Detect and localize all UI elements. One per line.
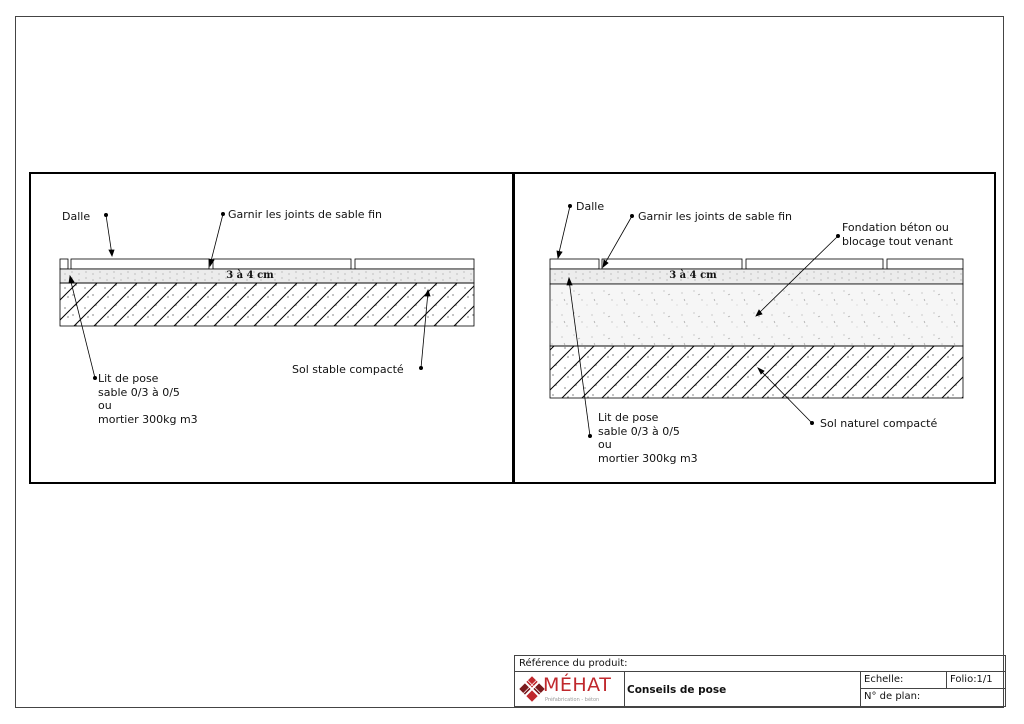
right-joints-label: Garnir les joints de sable fin <box>638 210 792 223</box>
left-joints-label: Garnir les joints de sable fin <box>228 208 382 221</box>
right-fondation-label: Fondation béton ou blocage tout venant <box>842 221 953 248</box>
left-sol-label: Sol stable compacté <box>292 363 404 376</box>
logo-tagline: Préfabrication - béton <box>545 697 600 703</box>
folio-cell: Folio:1/1 <box>947 672 1005 689</box>
folio-label: Folio:1/1 <box>950 674 993 685</box>
right-leaders <box>556 203 841 438</box>
reference-label: Référence du produit: <box>519 658 628 669</box>
left-section-frame <box>29 172 515 484</box>
logo-cell: MÉHAT Préfabrication - béton <box>515 672 625 707</box>
title-cell: Conseils de pose <box>625 672 861 707</box>
echelle-label: Echelle: <box>864 674 904 685</box>
reference-row: Référence du produit: <box>515 656 1005 672</box>
right-section-frame <box>512 172 996 484</box>
left-thickness-label: 3 à 4 cm <box>226 270 274 281</box>
mehat-logo-icon <box>519 676 545 702</box>
right-soil-layer <box>549 345 964 399</box>
plan-cell: N° de plan: <box>861 689 1005 707</box>
left-lit-de-pose-label: Lit de pose sable 0/3 à 0/5 ou mortier 3… <box>98 372 198 426</box>
logo-wordmark: MÉHAT <box>543 674 612 696</box>
left-dalle-label: Dalle <box>62 210 91 223</box>
left-slabs <box>59 258 475 270</box>
left-leaders <box>68 211 431 380</box>
plan-label: N° de plan: <box>864 691 921 702</box>
right-lit-de-pose-label: Lit de pose sable 0/3 à 0/5 ou mortier 3… <box>598 411 698 465</box>
title-block: Référence du produit: MÉHAT Préfabricati… <box>514 655 1006 707</box>
right-dalle-label: Dalle <box>576 200 605 213</box>
right-thickness-label: 3 à 4 cm <box>669 270 717 281</box>
echelle-cell: Echelle: <box>861 672 947 689</box>
sheet-border <box>15 16 1004 708</box>
right-bedding-layer <box>549 268 964 285</box>
left-soil-layer <box>59 282 475 327</box>
drawing-title: Conseils de pose <box>627 684 727 696</box>
right-slabs <box>549 258 964 270</box>
right-sol-label: Sol naturel compacté <box>820 417 938 430</box>
